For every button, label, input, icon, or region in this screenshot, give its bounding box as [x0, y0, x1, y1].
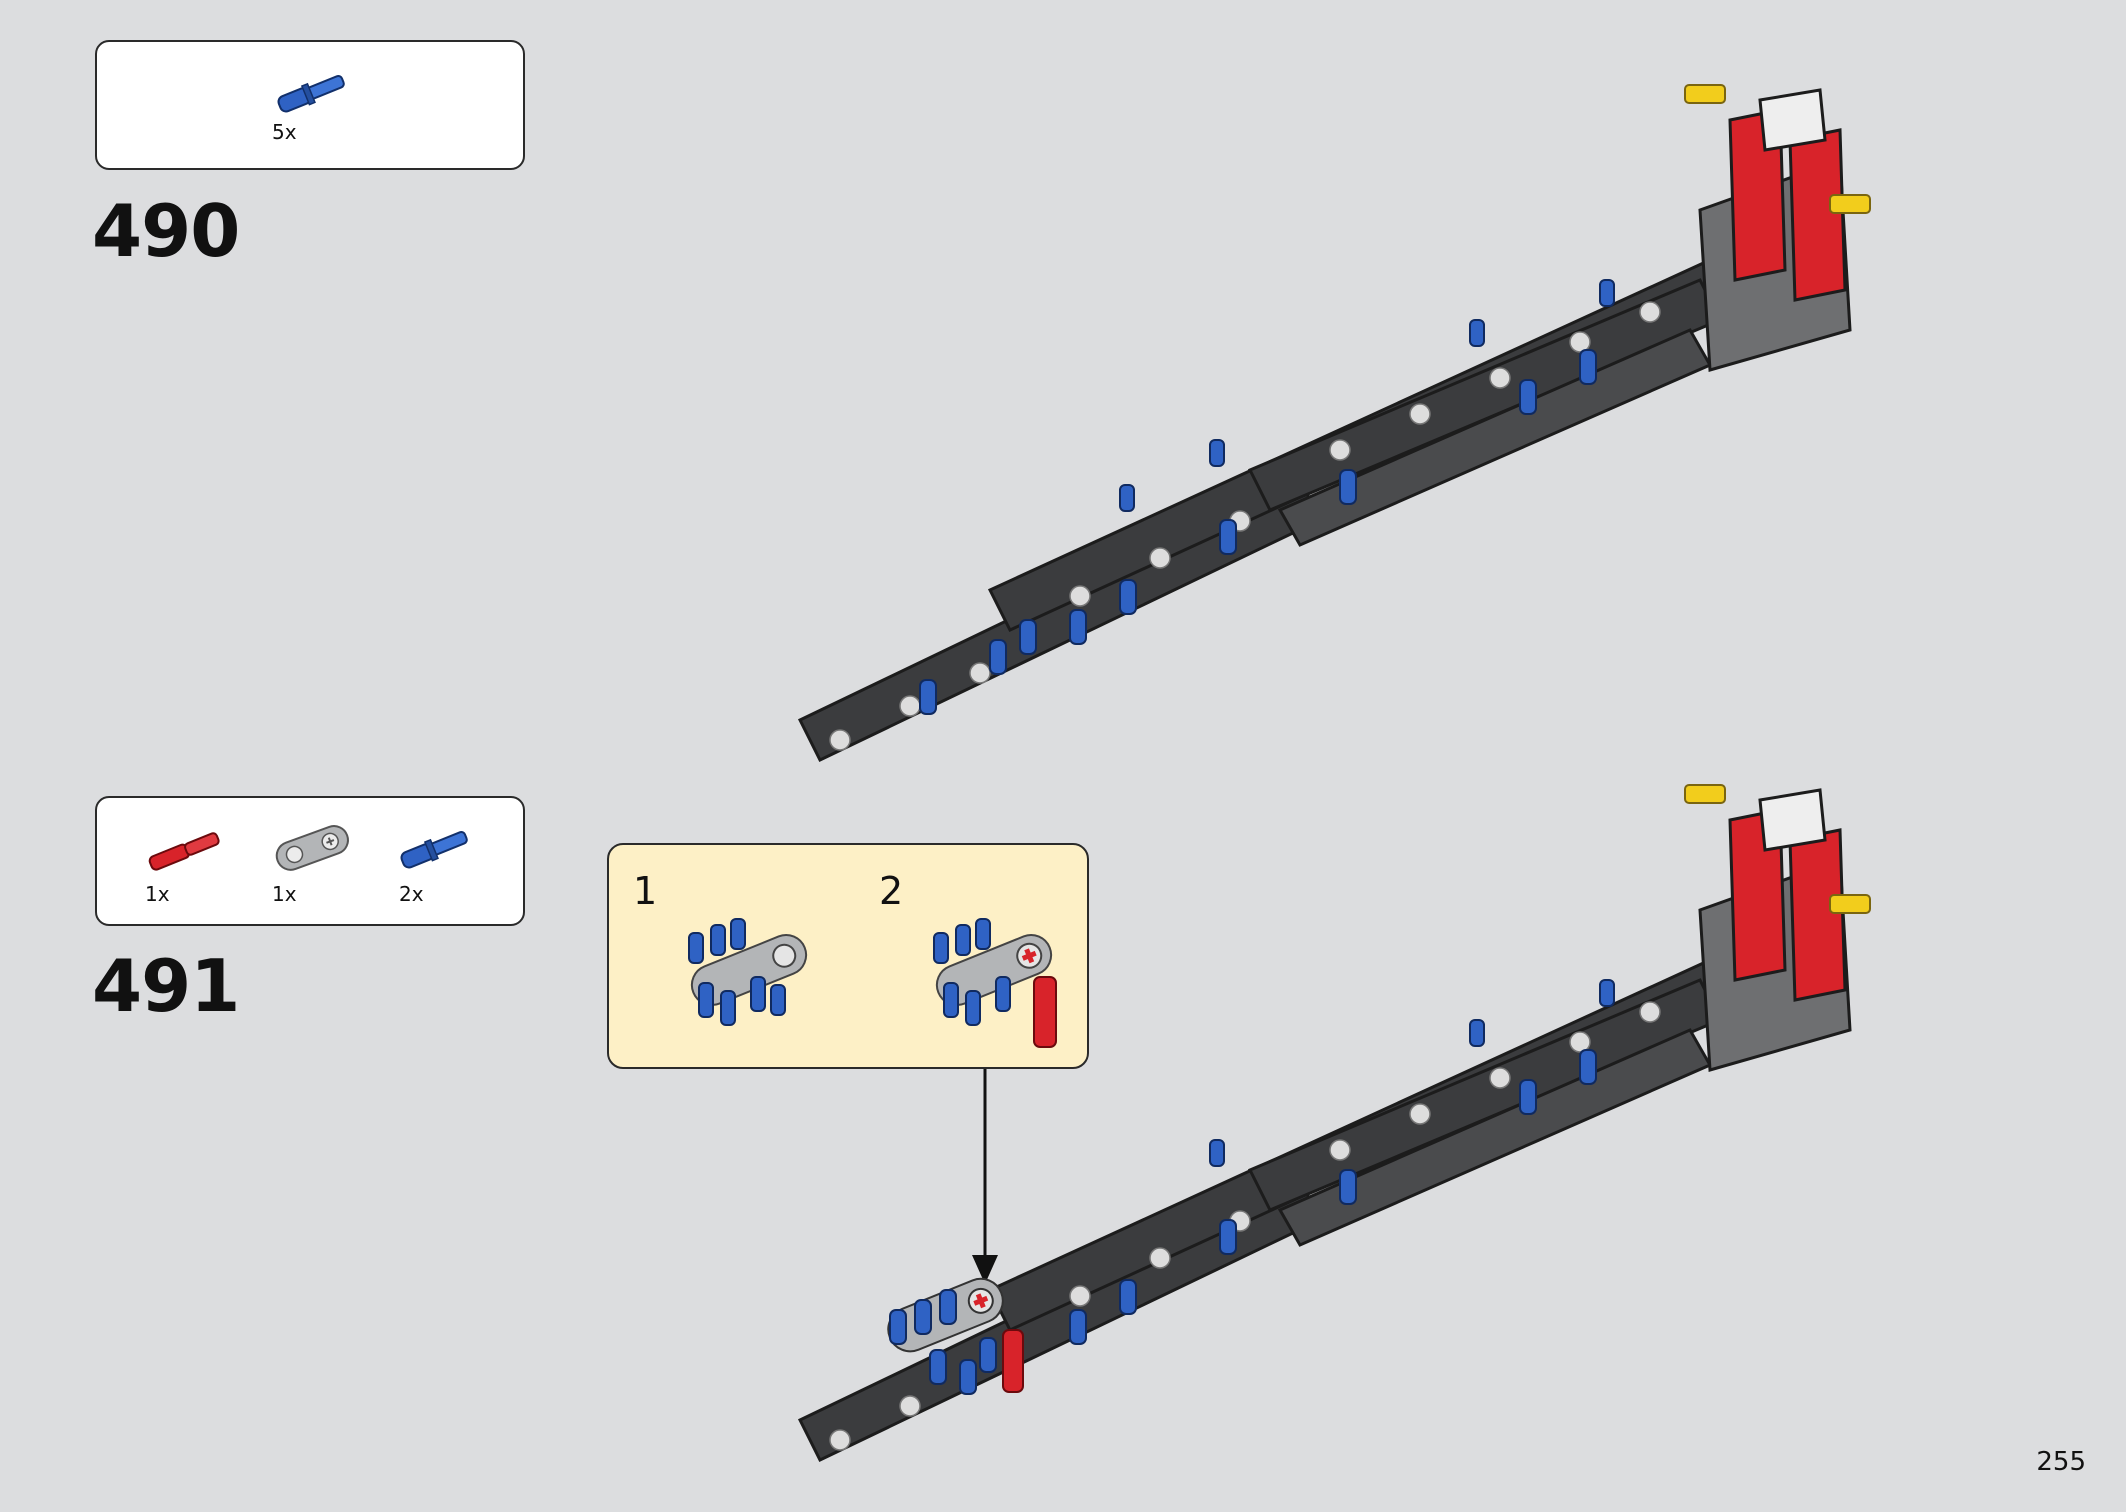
substep-number: 1 — [633, 869, 658, 913]
step-number: 490 — [92, 189, 240, 273]
model-assembly-490 — [797, 84, 1871, 762]
page-number: 255 — [2036, 1447, 2086, 1477]
step-number: 491 — [92, 944, 240, 1028]
parts-list-491: 1x 1x 2x — [95, 796, 525, 926]
subassembly-step2-image — [933, 918, 1057, 1048]
substep-number: 2 — [879, 869, 904, 913]
part-quantity: 1x — [145, 882, 170, 906]
part-quantity: 5x — [272, 120, 297, 144]
red-axle-pin-icon — [148, 832, 220, 871]
subassembly-step1-image — [688, 918, 808, 1026]
model-assembly-491 — [797, 784, 1871, 1462]
part-quantity: 1x — [272, 882, 297, 906]
subassembly-callout: 1 2 — [607, 843, 1089, 1069]
parts-list-490: 5x — [95, 40, 525, 170]
blue-pin-icon — [277, 75, 345, 113]
part-quantity: 2x — [399, 882, 424, 906]
gray-cross-block-icon — [275, 825, 349, 871]
blue-pin-icon — [400, 831, 468, 869]
